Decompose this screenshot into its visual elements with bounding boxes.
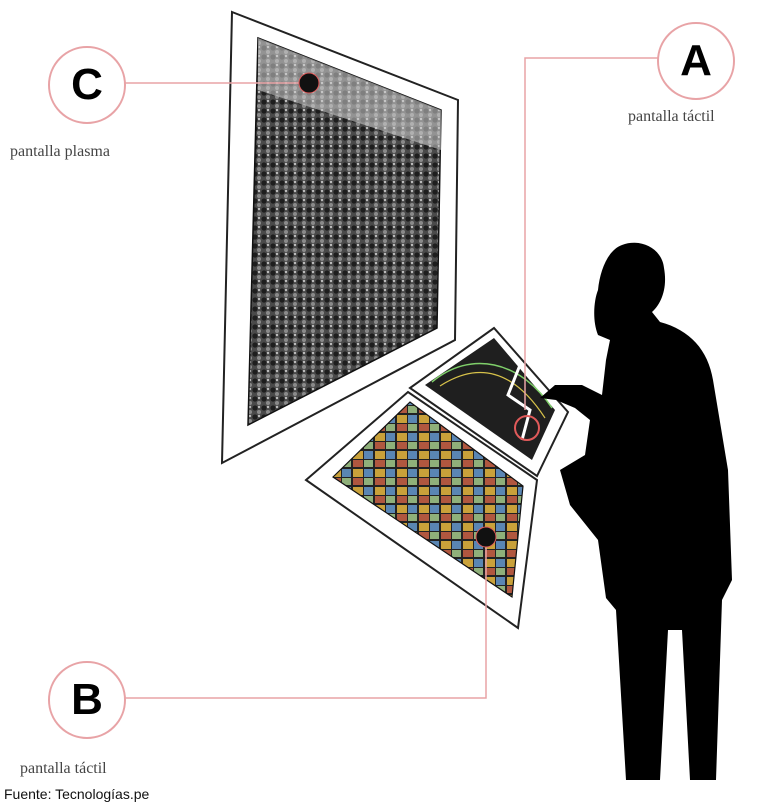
- source-credit: Fuente: Tecnologías.pe: [4, 786, 149, 802]
- caption-a: pantalla táctil: [628, 108, 715, 126]
- caption-c: pantalla plasma: [10, 143, 110, 161]
- marker-c: [299, 73, 319, 93]
- person-silhouette: [540, 243, 732, 780]
- caption-b: pantalla táctil: [20, 760, 107, 778]
- label-circle-b: B: [48, 661, 126, 739]
- label-circle-c: C: [48, 46, 126, 124]
- marker-b: [476, 527, 496, 547]
- label-circle-a: A: [657, 22, 735, 100]
